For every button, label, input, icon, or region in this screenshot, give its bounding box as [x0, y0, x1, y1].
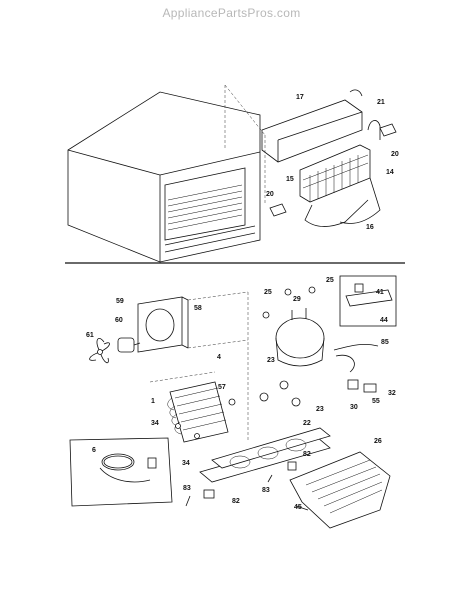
callout-32: 32: [388, 390, 396, 397]
callout-45: 45: [294, 504, 302, 511]
fan-blade: [89, 338, 110, 364]
callout-4: 4: [217, 354, 221, 361]
guide-lines-bottom: [149, 291, 249, 440]
callout-17: 17: [296, 94, 304, 101]
callout-16: 16: [366, 224, 374, 231]
callout-20: 20: [391, 151, 399, 158]
power-cord-inset: [69, 437, 173, 507]
callout-26: 26: [374, 438, 382, 445]
callout-25b: 25: [326, 277, 334, 284]
callout-29: 29: [293, 296, 301, 303]
fan-shroud: [137, 296, 189, 353]
condenser-assembly-top: [224, 84, 397, 227]
callout-60: 60: [115, 317, 123, 324]
callout-6: 6: [92, 447, 96, 454]
callout-20b: 20: [266, 191, 274, 198]
callout-23b: 23: [316, 406, 324, 413]
callout-14: 14: [386, 169, 394, 176]
callout-1: 1: [151, 398, 155, 405]
callout-83b: 83: [262, 487, 270, 494]
site-watermark: AppliancePartsPros.com: [162, 6, 301, 20]
callout-85: 85: [381, 339, 389, 346]
condenser-coil-bottom: [167, 381, 229, 443]
callout-30: 30: [350, 404, 358, 411]
callout-55: 55: [372, 398, 380, 405]
fasteners: [175, 286, 316, 511]
callout-58: 58: [194, 305, 202, 312]
cabinet-outline: [67, 91, 261, 263]
callout-82a: 82: [303, 451, 311, 458]
wiring-harness: [333, 343, 379, 393]
callout-82b: 82: [232, 498, 240, 505]
compressor: [275, 308, 325, 367]
callout-41: 41: [376, 289, 384, 296]
callout-34b: 34: [182, 460, 190, 467]
callout-57: 57: [218, 384, 226, 391]
callout-59: 59: [116, 298, 124, 305]
base-pan: [199, 427, 331, 483]
callouts-bottom: 25 25 29 41 44 59 58 60 61 4 23 85 57 1 …: [86, 277, 396, 511]
callouts-top: 17 21 20 15 14 20 16: [266, 94, 399, 231]
callout-83a: 83: [183, 485, 191, 492]
callout-25a: 25: [264, 289, 272, 296]
callout-22: 22: [303, 420, 311, 427]
callout-21: 21: [377, 99, 385, 106]
callout-15: 15: [286, 176, 294, 183]
fan-motor: [117, 337, 141, 353]
relay-inset: [339, 275, 397, 327]
drain-tray: [289, 451, 391, 529]
callout-34a: 34: [151, 420, 159, 427]
callout-61: 61: [86, 332, 94, 339]
callout-23a: 23: [267, 357, 275, 364]
callout-44: 44: [380, 317, 388, 324]
